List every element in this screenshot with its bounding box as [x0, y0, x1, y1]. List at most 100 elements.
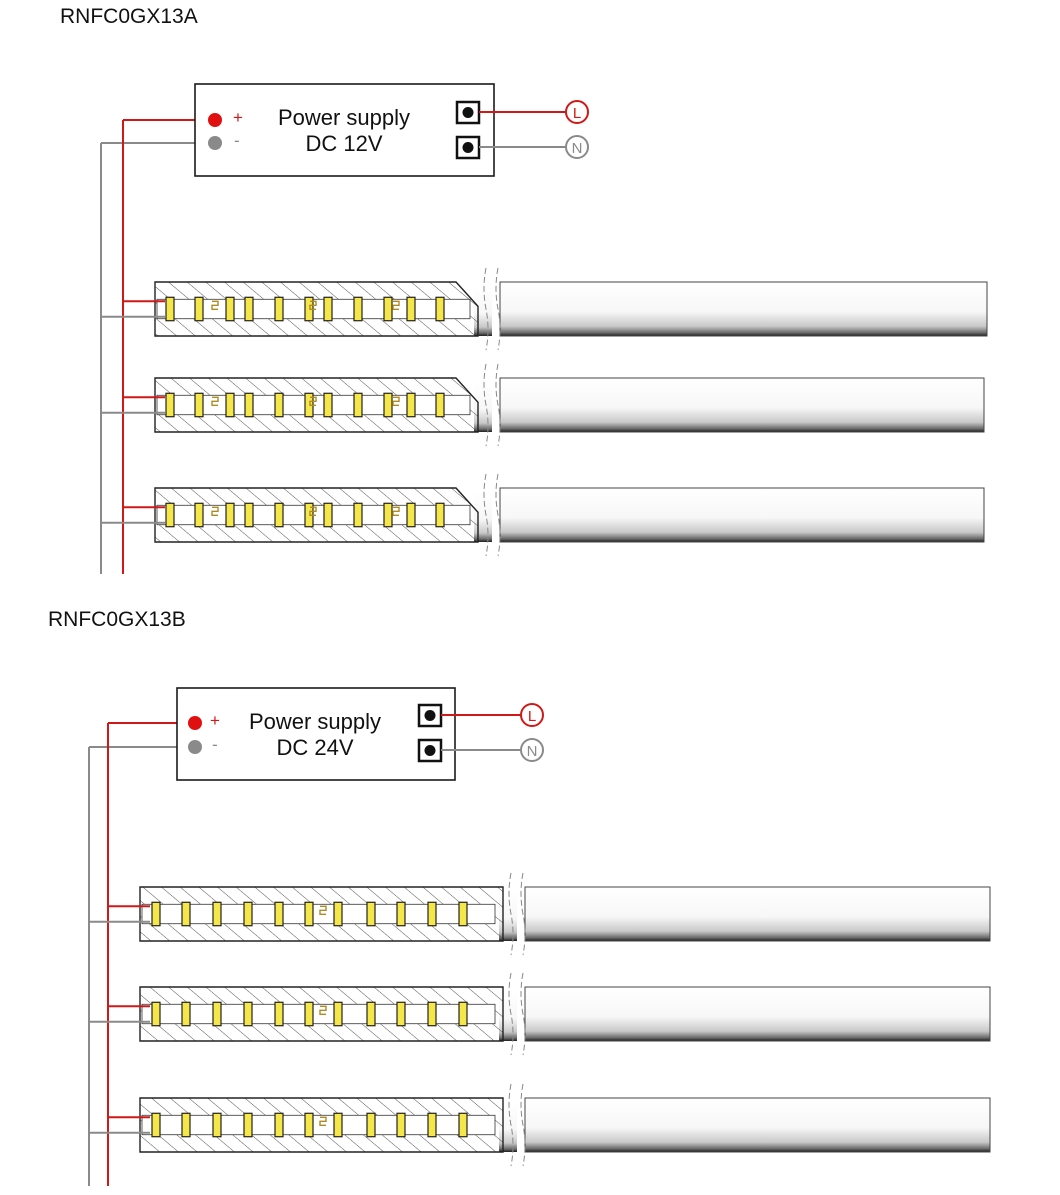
break-mark	[520, 1083, 526, 1167]
led-chip-icon	[323, 392, 333, 418]
diagram-b: + - Power supply DC 24V L N	[88, 687, 991, 1186]
break-mark	[508, 972, 514, 1056]
tube-body	[524, 1097, 991, 1153]
resistor-icon	[392, 396, 400, 406]
psu-label-line1-a: Power supply	[278, 105, 410, 130]
led-chip-icon	[435, 296, 445, 322]
resistor-icon	[319, 1116, 327, 1126]
power-supply-box-a	[194, 83, 495, 177]
led-chip-icon	[304, 1001, 314, 1027]
led-chip-icon	[212, 1112, 222, 1138]
led-chip-icon	[181, 1112, 191, 1138]
psu-label-line2-a: DC 12V	[305, 131, 382, 156]
tube-body	[524, 986, 991, 1042]
led-chip-icon	[243, 901, 253, 927]
led-strips-a	[101, 267, 988, 557]
led-chip-icon	[304, 1112, 314, 1138]
led-chip-icon	[274, 901, 284, 927]
pcb-band	[141, 1114, 496, 1136]
break-mark	[508, 1083, 514, 1167]
led-chip-icon	[274, 392, 284, 418]
break-mark	[483, 473, 489, 557]
live-terminal-icon-b	[520, 703, 544, 727]
psu-label-line1-b: Power supply	[249, 709, 381, 734]
led-chip-icon	[225, 296, 235, 322]
led-chip-icon	[333, 1001, 343, 1027]
minus-sign-a: -	[234, 131, 240, 150]
resistor-icon	[319, 1005, 327, 1015]
positive-terminal-dot-a	[208, 113, 222, 127]
led-chip-icon	[406, 502, 416, 528]
led-strip	[101, 473, 985, 557]
positive-terminal-dot-b	[188, 716, 202, 730]
led-chip-icon	[383, 502, 393, 528]
led-chip-icon	[244, 296, 254, 322]
led-chip-icon	[435, 502, 445, 528]
led-chip-icon	[274, 502, 284, 528]
negative-terminal-dot-b	[188, 740, 202, 754]
led-chip-icon	[151, 901, 161, 927]
led-strip	[101, 363, 985, 447]
led-chip-icon	[406, 392, 416, 418]
live-label-b: L	[528, 708, 536, 725]
led-chip-icon	[194, 392, 204, 418]
negative-terminal-dot-a	[208, 136, 222, 150]
led-chip-icon	[212, 1001, 222, 1027]
led-chip-icon	[151, 1001, 161, 1027]
live-terminal-icon-a	[565, 100, 589, 124]
led-chip-icon	[274, 1001, 284, 1027]
led-strip	[101, 267, 988, 351]
terminal-screw-l-a	[462, 107, 474, 118]
pcb-band	[141, 1003, 496, 1025]
led-chip-icon	[244, 502, 254, 528]
resistor-icon	[211, 396, 219, 406]
led-chip-icon	[194, 296, 204, 322]
break-mark	[495, 363, 501, 447]
led-chip-icon	[353, 392, 363, 418]
model-title-b: RNFC0GX13B	[48, 608, 186, 631]
led-chip-icon	[165, 502, 175, 528]
resistor-icon	[309, 396, 317, 406]
live-label-a: L	[573, 105, 581, 122]
led-chip-icon	[353, 296, 363, 322]
psu-label-line2-b: DC 24V	[276, 735, 353, 760]
break-mark	[495, 473, 501, 557]
led-chip-icon	[181, 901, 191, 927]
led-strips-b	[89, 872, 991, 1167]
tube-body	[499, 377, 985, 433]
led-strip	[89, 1083, 991, 1167]
led-chip-icon	[274, 296, 284, 322]
neutral-terminal-icon-b	[520, 738, 544, 762]
minus-sign-b: -	[212, 735, 218, 754]
resistor-icon	[392, 506, 400, 516]
neutral-label-a: N	[572, 140, 583, 157]
break-mark	[520, 972, 526, 1056]
break-mark	[483, 267, 489, 351]
led-chip-icon	[366, 901, 376, 927]
led-chip-icon	[243, 1001, 253, 1027]
led-chip-icon	[274, 1112, 284, 1138]
led-chip-icon	[396, 1001, 406, 1027]
led-chip-icon	[427, 1112, 437, 1138]
resistor-icon	[211, 506, 219, 516]
led-chip-icon	[333, 1112, 343, 1138]
tube-body	[499, 487, 985, 543]
plus-sign-b: +	[210, 711, 220, 730]
led-chip-icon	[366, 1112, 376, 1138]
led-chip-icon	[427, 901, 437, 927]
led-chip-icon	[458, 1112, 468, 1138]
led-chip-icon	[427, 1001, 437, 1027]
break-mark	[483, 363, 489, 447]
led-chip-icon	[194, 502, 204, 528]
resistor-icon	[319, 905, 327, 915]
neutral-label-b: N	[527, 743, 538, 760]
led-chip-icon	[181, 1001, 191, 1027]
resistor-icon	[392, 300, 400, 310]
terminal-screw-n-b	[424, 745, 436, 756]
led-chip-icon	[383, 296, 393, 322]
model-title-a: RNFC0GX13A	[60, 5, 198, 28]
led-chip-icon	[396, 901, 406, 927]
power-supply-box-b	[176, 687, 456, 781]
led-strip	[89, 872, 991, 956]
